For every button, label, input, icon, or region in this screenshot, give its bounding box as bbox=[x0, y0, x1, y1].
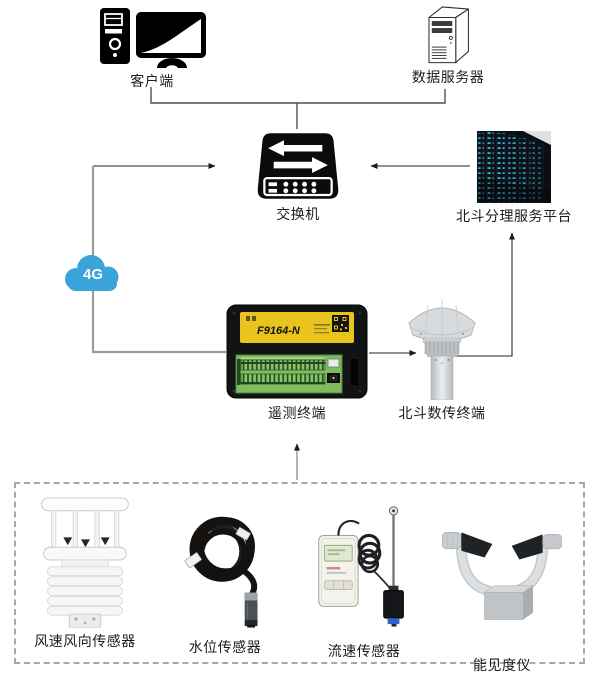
flow-sensor-image bbox=[318, 506, 404, 627]
wind-sensor-label: 风速风向传感器 bbox=[34, 633, 136, 649]
water-level-sensor-node: 水位传感器 bbox=[170, 488, 280, 655]
desktop-computer-icon bbox=[100, 8, 206, 68]
flow-sensor-node: 流速传感器 bbox=[309, 488, 419, 659]
wind-sensor-node: 风速风向传感器 bbox=[30, 488, 140, 649]
beidou-to-platform-arrow bbox=[452, 232, 515, 357]
server-tower-icon bbox=[428, 6, 469, 64]
beidou-platform-node: 北斗分理服务平台 bbox=[456, 131, 572, 224]
wind-sensor-image bbox=[41, 497, 129, 628]
client-node: 客户端 bbox=[96, 6, 208, 89]
server-rack-room-image bbox=[477, 131, 551, 203]
beidou-antenna-icon bbox=[408, 299, 476, 400]
beidou-terminal-label: 北斗数传终端 bbox=[398, 405, 486, 421]
visibility-meter-image bbox=[442, 532, 562, 620]
switch-label: 交换机 bbox=[276, 206, 320, 222]
data-server-label: 数据服务器 bbox=[411, 69, 485, 85]
beidou-platform-label: 北斗分理服务平台 bbox=[456, 208, 572, 224]
qr-code bbox=[332, 315, 349, 332]
cloud-4g-node: 4G bbox=[60, 252, 126, 292]
data-server-node: 数据服务器 bbox=[396, 2, 500, 85]
telemetry-terminal-node: F9164-N 遥测终端 bbox=[226, 303, 368, 421]
device-model-text: F9164-N bbox=[257, 325, 301, 337]
rtu-device-image: F9164-N bbox=[226, 304, 368, 399]
visibility-meter-label: 能见度仪 bbox=[473, 657, 531, 673]
water-level-sensor-image bbox=[184, 516, 258, 628]
water-level-sensor-label: 水位传感器 bbox=[188, 639, 262, 655]
visibility-meter-node: 能见度仪 bbox=[442, 488, 562, 673]
cloud-icon bbox=[65, 255, 119, 291]
top-tree-line bbox=[150, 87, 446, 129]
flow-sensor-label: 流速传感器 bbox=[327, 643, 401, 659]
switch-node: 交换机 bbox=[250, 131, 346, 222]
telemetry-terminal-label: 遥测终端 bbox=[268, 405, 326, 421]
client-label: 客户端 bbox=[130, 73, 174, 89]
network-switch-icon bbox=[257, 133, 339, 199]
cloud-to-terminal-line bbox=[91, 166, 226, 354]
cloud-4g-label: 4G bbox=[82, 265, 103, 283]
beidou-terminal-node: 北斗数传终端 bbox=[392, 296, 492, 421]
